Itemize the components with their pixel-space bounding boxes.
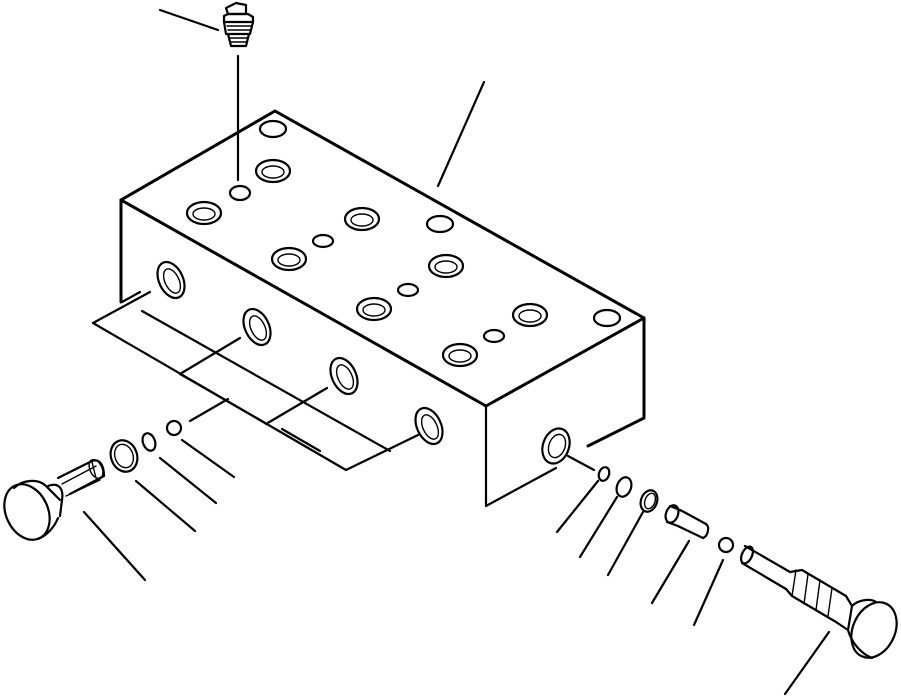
leader-right-port bbox=[566, 454, 596, 472]
leader-left-o-ring-large bbox=[134, 479, 197, 533]
leader-top-fitting bbox=[158, 8, 220, 32]
leader-right-ball-small bbox=[555, 479, 600, 534]
right-o-ring-large bbox=[639, 489, 659, 513]
right-pin bbox=[664, 504, 710, 540]
leader-left-o-ring-small bbox=[158, 456, 218, 505]
leader-right-plug bbox=[783, 630, 831, 696]
left-ball bbox=[165, 419, 183, 437]
left-plug bbox=[3, 458, 106, 541]
bracket-lines bbox=[91, 290, 420, 472]
right-ball-small bbox=[597, 466, 611, 482]
right-o-ring-medium bbox=[615, 476, 633, 498]
top-face-ports bbox=[185, 119, 622, 368]
leader-valve-block bbox=[436, 80, 486, 188]
right-ball bbox=[717, 536, 735, 554]
side-face-ports bbox=[156, 260, 571, 465]
right-plug bbox=[739, 544, 898, 660]
leader-right-pin bbox=[650, 539, 691, 605]
valve-block-outline bbox=[119, 109, 646, 508]
leader-left-plug bbox=[82, 510, 147, 582]
leader-lines bbox=[82, 8, 831, 696]
valve-block bbox=[119, 109, 646, 508]
leader-right-o-ring-large bbox=[606, 510, 645, 577]
leader-right-o-ring-medium bbox=[578, 495, 619, 559]
top-fitting bbox=[222, 1, 255, 182]
leader-left-ball bbox=[180, 438, 236, 479]
left-o-ring-large bbox=[109, 439, 139, 473]
left-o-ring-small bbox=[141, 432, 157, 452]
leader-right-ball bbox=[692, 558, 725, 627]
